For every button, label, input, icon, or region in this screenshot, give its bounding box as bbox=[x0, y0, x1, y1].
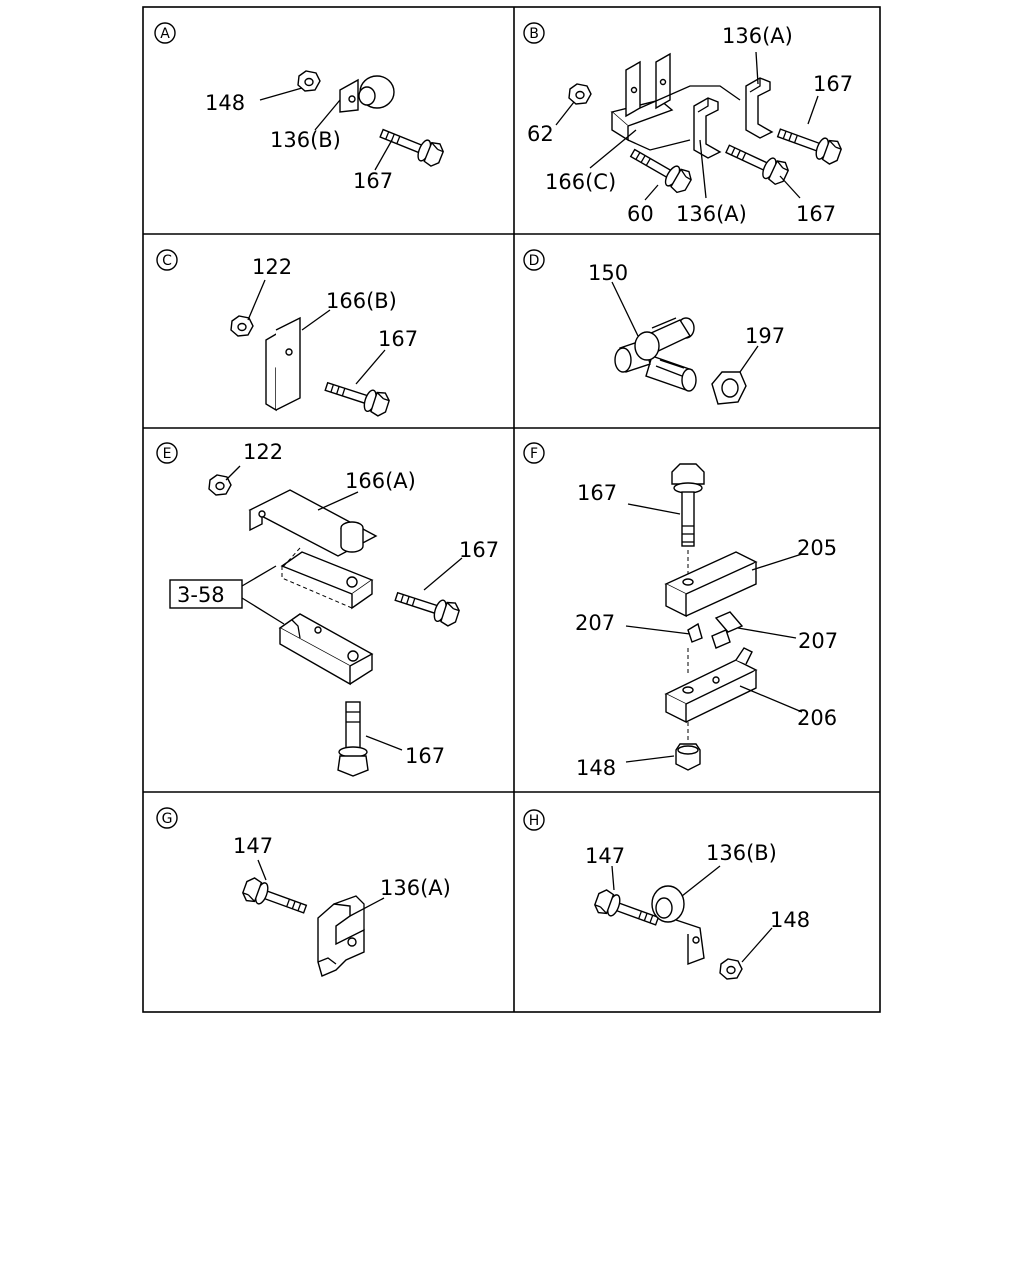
clamp-block-icon bbox=[664, 551, 758, 618]
panel-e: E bbox=[156, 440, 499, 777]
panel-letter: E bbox=[163, 446, 172, 462]
t-connector-icon bbox=[614, 317, 697, 392]
part-label: 136(B) bbox=[706, 841, 777, 865]
hex-flange-bolt-icon bbox=[337, 701, 369, 777]
part-label: 166(B) bbox=[326, 289, 397, 313]
part-label: 136(A) bbox=[676, 202, 747, 226]
part-label: 167 bbox=[405, 744, 445, 768]
reference-label: 3-58 bbox=[177, 583, 225, 607]
clamp-block-icon bbox=[278, 613, 374, 686]
panel-b: B 136(A) 167 62 166(C) 60 136(A) 167 bbox=[523, 22, 853, 226]
clamp-block-icon bbox=[280, 551, 374, 610]
hex-flange-bolt-icon bbox=[721, 137, 792, 188]
part-label: 148 bbox=[576, 756, 616, 780]
part-label: 207 bbox=[575, 611, 615, 635]
hex-flange-bolt-icon bbox=[322, 374, 392, 419]
panel-f: F bbox=[523, 442, 838, 780]
part-label: 148 bbox=[205, 91, 245, 115]
hex-flange-bolt-icon bbox=[625, 141, 695, 197]
panel-d: D 150 197 bbox=[523, 249, 785, 405]
part-label: 122 bbox=[243, 440, 283, 464]
panel-letter: F bbox=[530, 446, 538, 462]
part-label: 122 bbox=[252, 255, 292, 279]
part-label: 136(A) bbox=[380, 876, 451, 900]
pipe-clip-icon bbox=[651, 885, 705, 966]
part-label: 60 bbox=[627, 202, 654, 226]
panel-a: A 148 136(B) 167 bbox=[154, 22, 447, 193]
clip-icon bbox=[687, 611, 744, 649]
part-label: 62 bbox=[527, 122, 554, 146]
part-label: 148 bbox=[770, 908, 810, 932]
hex-flange-bolt-icon bbox=[392, 584, 462, 629]
panel-letter: C bbox=[162, 253, 172, 269]
part-label: 207 bbox=[798, 629, 838, 653]
part-label: 197 bbox=[745, 324, 785, 348]
hex-flange-bolt-icon bbox=[376, 121, 447, 170]
part-label: 147 bbox=[585, 844, 625, 868]
panel-g: G 147 136(A) bbox=[156, 807, 451, 977]
panel-letter: B bbox=[529, 26, 539, 42]
bracket-icon bbox=[610, 52, 741, 151]
hex-nut-icon bbox=[719, 958, 743, 980]
panel-letter: D bbox=[529, 253, 540, 269]
pipe-clip-icon bbox=[693, 97, 721, 159]
hex-flange-bolt-icon bbox=[774, 120, 844, 167]
clamp-block-icon bbox=[664, 647, 758, 724]
hex-nut-icon bbox=[568, 83, 592, 105]
panel-letter: H bbox=[529, 813, 540, 829]
part-label: 206 bbox=[797, 706, 837, 730]
hex-flange-bolt-icon bbox=[240, 875, 310, 922]
panel-letter: G bbox=[162, 811, 173, 827]
hex-nut-icon bbox=[230, 315, 254, 337]
hex-nut-icon bbox=[711, 371, 747, 405]
part-label: 167 bbox=[459, 538, 499, 562]
panel-letter: A bbox=[160, 26, 170, 42]
bracket-icon bbox=[265, 316, 301, 412]
part-label: 166(A) bbox=[345, 469, 416, 493]
panel-c: C 122 166(B) 167 bbox=[156, 249, 418, 419]
part-label: 167 bbox=[813, 72, 853, 96]
part-label: 167 bbox=[577, 481, 617, 505]
part-label: 205 bbox=[797, 536, 837, 560]
panel-h: H 147 136(B) 148 bbox=[523, 809, 810, 980]
hex-flange-bolt-icon bbox=[592, 887, 662, 934]
diagram-frame bbox=[142, 6, 881, 1013]
part-label: 167 bbox=[353, 169, 393, 193]
part-label: 136(B) bbox=[270, 128, 341, 152]
part-label: 150 bbox=[588, 261, 628, 285]
bracket-icon bbox=[248, 489, 378, 557]
hex-nut-icon bbox=[675, 743, 701, 771]
part-label: 136(A) bbox=[722, 24, 793, 48]
hex-flange-bolt-icon bbox=[671, 463, 705, 547]
part-label: 167 bbox=[796, 202, 836, 226]
reference-box bbox=[169, 579, 243, 609]
part-label: 147 bbox=[233, 834, 273, 858]
part-label: 166(C) bbox=[545, 170, 616, 194]
part-label: 167 bbox=[378, 327, 418, 351]
pipe-clip-icon bbox=[745, 77, 773, 139]
pipe-clip-icon bbox=[339, 75, 395, 113]
pipe-clip-icon bbox=[317, 895, 365, 977]
